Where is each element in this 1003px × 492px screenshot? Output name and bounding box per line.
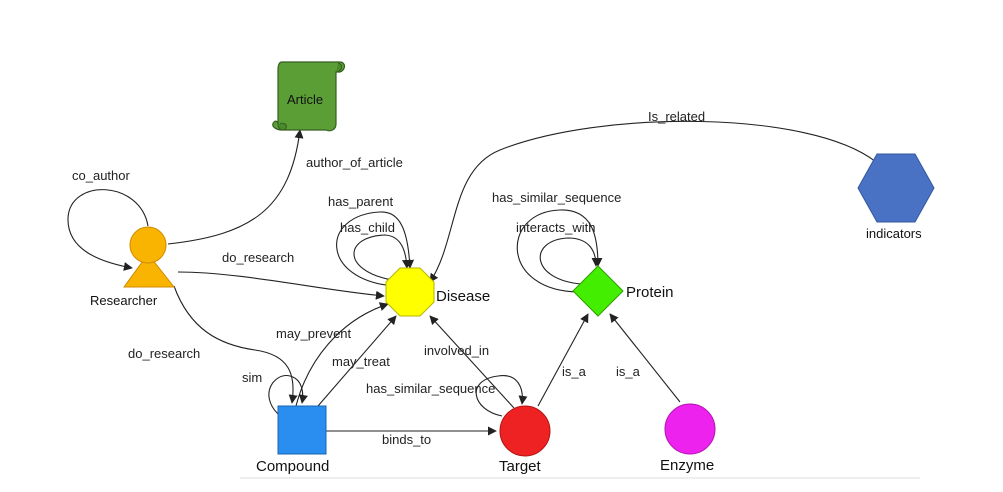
disease-label: Disease bbox=[436, 288, 490, 305]
edge-has-parent bbox=[336, 211, 415, 287]
label-has-similar-sequence-protein: has_similar_sequence bbox=[492, 190, 621, 205]
label-has-child: has_child bbox=[340, 220, 395, 235]
label-author-of-article: author_of_article bbox=[306, 155, 403, 170]
label-involved-in: involved_in bbox=[424, 343, 489, 358]
label-has-similar-sequence-target: has_similar_sequence bbox=[366, 381, 495, 396]
edge-is-a-enzyme bbox=[609, 313, 681, 403]
edge-interacts-with bbox=[539, 237, 601, 285]
label-may-prevent: may_prevent bbox=[276, 326, 352, 341]
target-label: Target bbox=[499, 458, 542, 475]
label-is-related: Is_related bbox=[648, 109, 705, 124]
label-is-a-enzyme: is_a bbox=[616, 364, 641, 379]
edge-do-research-disease bbox=[177, 271, 385, 300]
node-disease[interactable]: Disease bbox=[385, 267, 490, 317]
edge-has-similar-sequence-target bbox=[475, 375, 528, 417]
enzyme-label: Enzyme bbox=[660, 457, 714, 474]
label-binds-to: binds_to bbox=[382, 432, 431, 447]
label-may-treat: may_treat bbox=[332, 354, 390, 369]
edge-involved-in bbox=[429, 315, 515, 409]
edge-has-similar-sequence-protein bbox=[516, 209, 603, 293]
edge-is-related bbox=[429, 120, 877, 283]
label-sim: sim bbox=[242, 370, 262, 385]
edge-may-treat bbox=[317, 315, 397, 407]
article-label: Article bbox=[287, 92, 323, 107]
node-target[interactable]: Target bbox=[499, 405, 551, 475]
edge-do-research-compound bbox=[173, 285, 298, 404]
node-article[interactable]: Article bbox=[272, 61, 346, 132]
label-co-author: co_author bbox=[72, 168, 130, 183]
edge-co-author bbox=[67, 189, 149, 271]
edge-sim bbox=[268, 375, 308, 415]
node-indicators[interactable]: indicators bbox=[857, 153, 935, 241]
protein-label: Protein bbox=[626, 284, 674, 301]
indicators-label: indicators bbox=[866, 226, 922, 241]
edge-has-child bbox=[353, 234, 411, 281]
compound-label: Compound bbox=[256, 458, 329, 475]
label-interacts-with: interacts_with bbox=[516, 220, 595, 235]
label-do-research-disease: do_research bbox=[222, 250, 294, 265]
edge-author-of-article bbox=[167, 129, 304, 245]
node-enzyme[interactable]: Enzyme bbox=[660, 403, 716, 474]
edge-may-prevent bbox=[295, 302, 389, 407]
label-do-research-compound: do_research bbox=[128, 346, 200, 361]
label-has-parent: has_parent bbox=[328, 194, 393, 209]
node-compound[interactable]: Compound bbox=[256, 405, 329, 475]
label-is-a-target: is_a bbox=[562, 364, 587, 379]
node-protein[interactable]: Protein bbox=[572, 265, 674, 317]
researcher-label: Researcher bbox=[90, 293, 158, 308]
edge-is-a-target bbox=[537, 313, 589, 407]
node-researcher[interactable]: Researcher bbox=[90, 226, 176, 308]
